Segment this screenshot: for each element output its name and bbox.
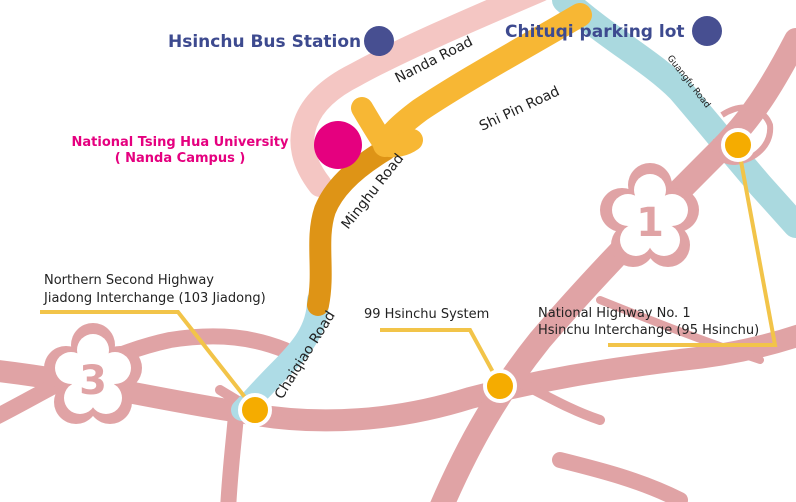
connector-jiadong <box>40 310 257 412</box>
university-campus: ( Nanda Campus ) <box>115 151 246 166</box>
shipin-road-spur <box>351 97 423 158</box>
jiadong-label-line2: Jiadong Interchange (103 Jiadong) <box>43 291 266 306</box>
highway-3-branch-west <box>0 328 293 424</box>
highway-3-number: 3 <box>79 358 107 404</box>
shipin-road <box>373 3 592 157</box>
university-name: National Tsing Hua University <box>72 135 289 150</box>
hsinchu-label-line2: Hsinchu Interchange (95 Hsinchu) <box>538 323 759 338</box>
highway-1-number: 1 <box>636 200 664 246</box>
highway-3 <box>0 324 796 432</box>
system-label: 99 Hsinchu System <box>364 307 489 322</box>
hsinchu-label-line1: National Highway No. 1 <box>538 306 691 321</box>
minghu-road <box>307 139 396 316</box>
highway-1-shield: 1 <box>600 163 699 267</box>
highway-1-north-loop <box>712 104 774 166</box>
jiadong-label-line1: Northern Second Highway <box>44 273 214 288</box>
system-interchange-marker <box>483 369 517 403</box>
nanda-road <box>290 0 547 197</box>
jiadong-interchange-marker <box>238 393 272 427</box>
parking-lot-label: Chituqi parking lot <box>505 22 685 42</box>
university-marker <box>314 121 362 169</box>
hsinchu-interchange-marker <box>721 128 755 162</box>
bus-station-label: Hsinchu Bus Station <box>168 32 361 52</box>
highway-3-branch-south <box>220 407 244 502</box>
highway-1-ramp-east <box>596 296 764 364</box>
connector-hsinchu <box>608 144 778 347</box>
parking-lot-marker <box>692 16 722 46</box>
highway-3-shield: 3 <box>44 323 142 424</box>
highway-1-ramp <box>510 375 605 425</box>
highway-1-ramp-loop <box>552 452 688 502</box>
bus-station-marker <box>364 26 394 56</box>
connector-system <box>380 328 502 386</box>
highway-1 <box>430 28 796 502</box>
